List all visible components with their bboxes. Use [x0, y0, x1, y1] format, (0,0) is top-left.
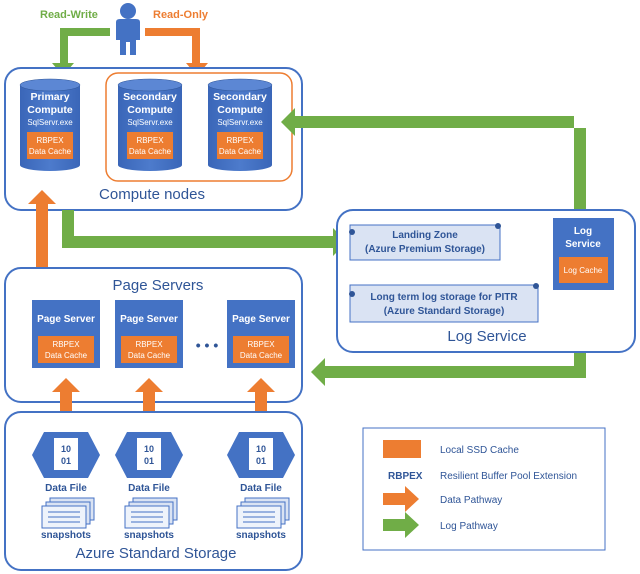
long-term-title: Long term log storage for PITR — [370, 292, 518, 303]
read-write-label: Read-Write — [40, 9, 98, 21]
page-server-3-cache — [233, 336, 289, 363]
legend-log-pathway: Log Pathway — [383, 512, 498, 538]
page-servers-ellipsis: • • • — [196, 337, 219, 353]
log-cache — [559, 257, 608, 283]
page-server-2-cache-label-1: RBPEX — [135, 340, 163, 349]
secondary-2-title-2: Compute — [217, 104, 263, 116]
legend-data-label: Data Pathway — [440, 495, 502, 506]
log-service-node-title-2: Service — [565, 239, 601, 250]
data-arrow-pageservers-to-primary — [28, 190, 56, 270]
primary-title-2: Compute — [27, 104, 73, 116]
snapshots-1: snapshots — [41, 497, 95, 541]
landing-zone-title: Landing Zone — [392, 230, 458, 241]
snapshots-2-label: snapshots — [124, 530, 174, 541]
long-term-subtitle: (Azure Standard Storage) — [384, 306, 505, 317]
data-file-3-icon-text-2: 01 — [256, 456, 266, 466]
log-arrow-primary-to-landing — [62, 210, 347, 256]
page-servers-label: Page Servers — [113, 277, 204, 294]
primary-title-1: Primary — [30, 91, 69, 103]
snapshots-3: snapshots — [236, 497, 290, 541]
data-file-1: 10 01 Data File — [32, 432, 100, 494]
snapshots-2: snapshots — [124, 497, 178, 541]
page-server-3-cache-label-2: Data Cache — [240, 351, 283, 360]
secondary-2-cache-label-1: RBPEX — [226, 136, 254, 145]
log-service-label: Log Service — [447, 328, 526, 345]
page-server-3-cache-label-1: RBPEX — [247, 340, 275, 349]
compute-nodes-label: Compute nodes — [99, 186, 205, 203]
user-icon — [116, 3, 140, 55]
data-file-2-label: Data File — [128, 483, 170, 494]
data-file-1-icon-text-1: 10 — [61, 444, 71, 454]
page-server-3: Page Server RBPEX Data Cache — [227, 300, 295, 368]
read-write-arrow — [52, 28, 110, 76]
data-file-1-label: Data File — [45, 483, 87, 494]
primary-exe: SqlServr.exe — [27, 118, 73, 127]
long-term-scroll: Long term log storage for PITR (Azure St… — [349, 283, 539, 323]
landing-zone-scroll: Landing Zone (Azure Premium Storage) — [349, 223, 501, 261]
page-server-3-title: Page Server — [232, 314, 290, 325]
secondary-2-title-1: Secondary — [213, 91, 267, 103]
azure-storage-label: Azure Standard Storage — [76, 545, 237, 562]
legend-rbpex-label: Resilient Buffer Pool Extension — [440, 471, 577, 482]
secondary-1-exe: SqlServr.exe — [127, 118, 173, 127]
log-service-node-title-1: Log — [574, 226, 592, 237]
data-file-3-icon-text-1: 10 — [256, 444, 266, 454]
primary-compute-node: Primary Compute SqlServr.exe RBPEX Data … — [19, 78, 81, 171]
legend-rbpex-abbr: RBPEX — [388, 471, 423, 482]
legend-log-label: Log Pathway — [440, 521, 498, 532]
primary-rbpex-cache — [27, 132, 73, 159]
page-server-1-cache-label-1: RBPEX — [52, 340, 80, 349]
data-file-3: 10 01 Data File — [227, 432, 295, 494]
legend-ssd-label: Local SSD Cache — [440, 445, 519, 456]
data-file-1-icon-text-2: 01 — [61, 456, 71, 466]
page-server-2-title: Page Server — [120, 314, 178, 325]
page-server-2: Page Server RBPEX Data Cache — [115, 300, 183, 368]
read-only-label: Read-Only — [153, 9, 209, 21]
secondary-1-title-2: Compute — [127, 104, 173, 116]
log-cache-label: Log Cache — [564, 266, 603, 275]
secondary-2-rbpex-cache — [217, 132, 263, 159]
page-server-1-cache-label-2: Data Cache — [45, 351, 88, 360]
log-service-node: Log Service Log Cache — [553, 218, 614, 290]
read-only-arrow — [145, 28, 208, 76]
data-file-2-icon-text-1: 10 — [144, 444, 154, 454]
log-arrow-logservice-to-pageservers — [311, 290, 586, 386]
page-server-1-title: Page Server — [37, 314, 95, 325]
page-server-2-cache-label-2: Data Cache — [128, 351, 171, 360]
legend-ssd: Local SSD Cache — [383, 440, 519, 458]
data-file-3-label: Data File — [240, 483, 282, 494]
primary-cache-label-2: Data Cache — [29, 147, 72, 156]
log-arrow-logservice-to-secondaries — [281, 108, 586, 232]
page-server-1: Page Server RBPEX Data Cache — [32, 300, 100, 368]
page-server-2-cache — [121, 336, 177, 363]
landing-zone-subtitle: (Azure Premium Storage) — [365, 244, 485, 255]
secondary-1-cache-label-2: Data Cache — [129, 147, 172, 156]
legend-data-pathway: Data Pathway — [383, 486, 502, 512]
snapshots-3-label: snapshots — [236, 530, 286, 541]
primary-cache-label-1: RBPEX — [36, 136, 64, 145]
page-server-1-cache — [38, 336, 94, 363]
snapshots-1-label: snapshots — [41, 530, 91, 541]
secondary-compute-node-2: Secondary Compute SqlServr.exe RBPEX Dat… — [207, 78, 273, 171]
secondary-1-title-1: Secondary — [123, 91, 177, 103]
secondary-2-cache-label-2: Data Cache — [219, 147, 262, 156]
secondary-compute-node-1: Secondary Compute SqlServr.exe RBPEX Dat… — [117, 78, 183, 171]
legend-rbpex: RBPEX Resilient Buffer Pool Extension — [388, 471, 577, 482]
data-file-2-icon-text-2: 01 — [144, 456, 154, 466]
secondary-2-exe: SqlServr.exe — [217, 118, 263, 127]
data-file-2: 10 01 Data File — [115, 432, 183, 494]
secondary-1-rbpex-cache — [127, 132, 173, 159]
secondary-1-cache-label-1: RBPEX — [136, 136, 164, 145]
